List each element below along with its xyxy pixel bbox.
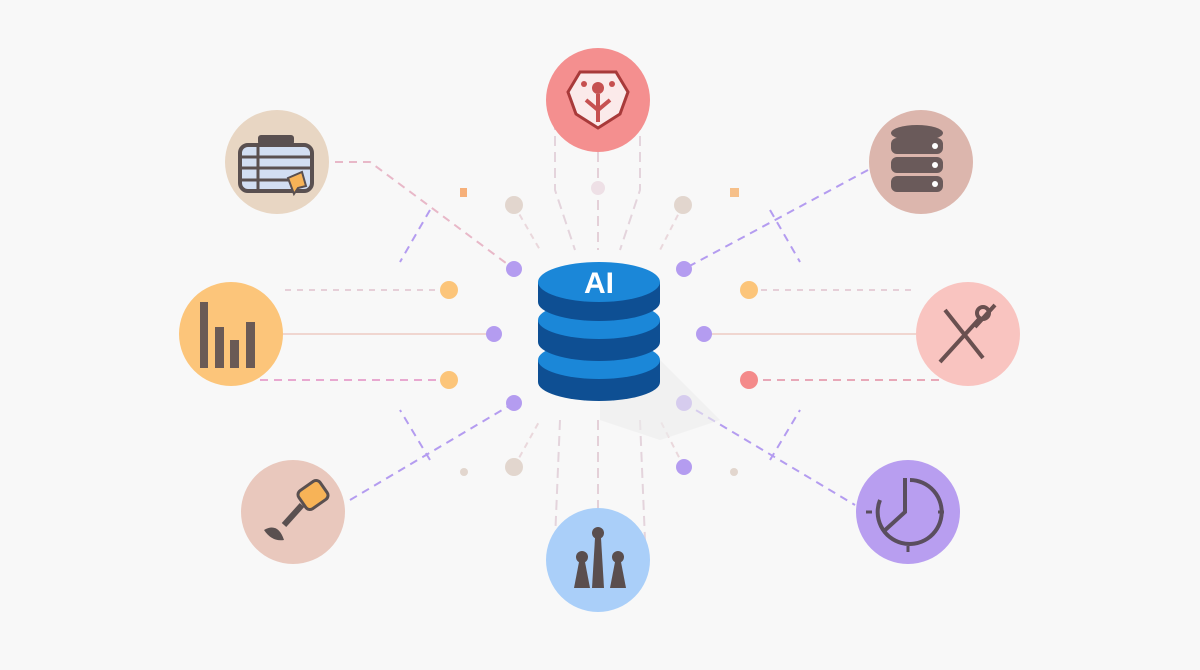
node-top-left[interactable]	[225, 110, 329, 214]
connector-bottom-aux-2	[639, 419, 646, 541]
database-stack-icon	[538, 262, 660, 401]
dot	[740, 281, 758, 299]
dot	[460, 468, 468, 476]
dot	[674, 196, 692, 214]
tools-icon	[938, 303, 997, 364]
connector-purple-left-top	[399, 209, 431, 263]
dot	[505, 196, 523, 214]
dot	[506, 261, 522, 277]
connector-bottom-aux	[554, 419, 561, 541]
connector-top-aux	[554, 120, 576, 251]
database-server-icon	[891, 125, 943, 192]
microphone-icon	[264, 478, 330, 541]
dot	[440, 281, 458, 299]
node-bottom-right[interactable]	[856, 460, 960, 564]
dot	[505, 458, 523, 476]
node-right[interactable]	[916, 282, 1020, 386]
node-top-right[interactable]	[869, 110, 973, 214]
network-hub-icon	[566, 70, 630, 130]
hub-label: AI	[584, 267, 614, 300]
dot	[460, 188, 467, 197]
connector-bottom-left	[349, 402, 515, 501]
table-edit-icon	[238, 135, 314, 197]
dot	[676, 459, 692, 475]
dot	[730, 188, 739, 197]
dot	[730, 468, 738, 476]
dot	[440, 371, 458, 389]
dot	[591, 181, 605, 195]
connector-top-left	[335, 161, 515, 270]
node-left[interactable]	[179, 282, 283, 386]
connector-purple-right-top	[769, 209, 801, 263]
connector-purple-right-bottom	[769, 409, 801, 461]
node-bottom[interactable]	[546, 508, 650, 612]
dot	[506, 395, 522, 411]
users-icon	[574, 527, 626, 588]
clock-icon	[866, 478, 944, 552]
connector-inner	[513, 204, 685, 468]
bar-chart-icon	[200, 302, 255, 368]
dot	[486, 326, 502, 342]
connector-top-aux-2	[619, 120, 641, 251]
dot	[740, 371, 758, 389]
dot	[676, 261, 692, 277]
ai-hub[interactable]: AI	[538, 262, 720, 440]
node-top[interactable]	[546, 48, 650, 152]
node-bottom-left[interactable]	[241, 460, 345, 564]
dot	[696, 326, 712, 342]
connector-top-right	[683, 169, 869, 270]
connector-purple-left-bottom	[399, 409, 431, 461]
